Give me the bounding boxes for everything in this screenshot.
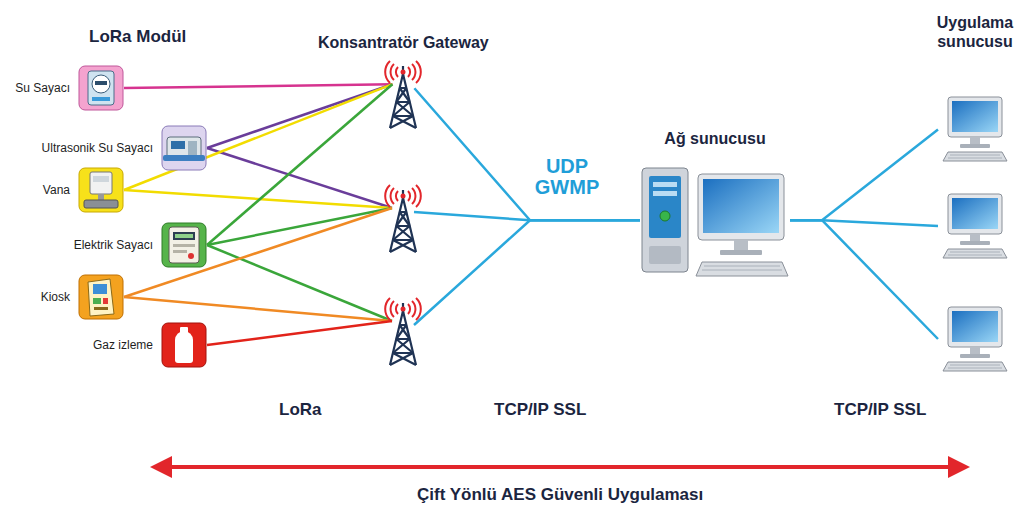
connector <box>790 220 938 339</box>
server-icon <box>640 160 790 280</box>
network-server: Ağ sunucusu <box>640 129 790 280</box>
device-module: Su Sayacı <box>15 65 124 111</box>
vana-icon <box>78 167 124 213</box>
connector <box>124 84 392 190</box>
connector <box>124 84 392 88</box>
gateway-tower: Konsantratör Gateway <box>318 33 489 130</box>
device-label: Vana <box>43 183 70 197</box>
layer-label: TCP/IP SSL <box>834 400 926 420</box>
connector <box>207 148 392 208</box>
device-label: Ultrasonik Su Sayacı <box>42 141 153 155</box>
bidirectional-arrow <box>150 456 970 478</box>
device-label: Elektrik Sayacı <box>74 238 153 252</box>
gateway-tower <box>380 295 426 367</box>
connector <box>124 190 392 208</box>
node-heading: Uygulama sunucusu <box>929 13 1021 51</box>
application-server <box>940 192 1010 260</box>
tower-icon <box>380 295 426 367</box>
pc-icon <box>940 192 1010 260</box>
device-label: Kiosk <box>41 290 70 304</box>
column-heading: LoRa Modül <box>89 27 186 47</box>
layer-label: LoRa <box>279 400 322 420</box>
device-label: Su Sayacı <box>15 81 70 95</box>
connector <box>207 245 392 321</box>
device-module: Gaz izleme <box>93 322 207 368</box>
connector <box>124 297 392 321</box>
pc-icon <box>940 95 1010 163</box>
connector <box>790 129 938 220</box>
node-heading: Konsantratör Gateway <box>318 33 489 52</box>
connector <box>124 208 392 297</box>
connector <box>207 321 392 345</box>
connector <box>414 88 640 220</box>
node-heading: Ağ sunucusu <box>664 129 765 148</box>
su-icon <box>78 65 124 111</box>
tower-icon <box>380 58 426 130</box>
connector <box>414 220 640 325</box>
elek-icon <box>161 222 207 268</box>
device-module: Elektrik Sayacı <box>74 222 207 268</box>
tower-icon <box>380 182 426 254</box>
gaz-icon <box>161 322 207 368</box>
device-module: Kiosk <box>41 274 124 320</box>
ultra-icon <box>161 125 207 171</box>
layer-label: Çift Yönlü AES Güvenli Uygulaması <box>417 485 703 505</box>
layer-label: TCP/IP SSL <box>494 400 586 420</box>
application-server <box>940 305 1010 373</box>
connector <box>207 84 392 245</box>
gateway-tower <box>380 182 426 254</box>
application-server: Uygulama sunucusu <box>929 13 1021 163</box>
device-module: Ultrasonik Su Sayacı <box>42 125 207 171</box>
pc-icon <box>940 305 1010 373</box>
device-module: Vana <box>43 167 124 213</box>
kiosk-icon <box>78 274 124 320</box>
connector <box>207 84 392 148</box>
device-label: Gaz izleme <box>93 338 153 352</box>
protocol-label: UDP GWMP <box>528 156 606 198</box>
